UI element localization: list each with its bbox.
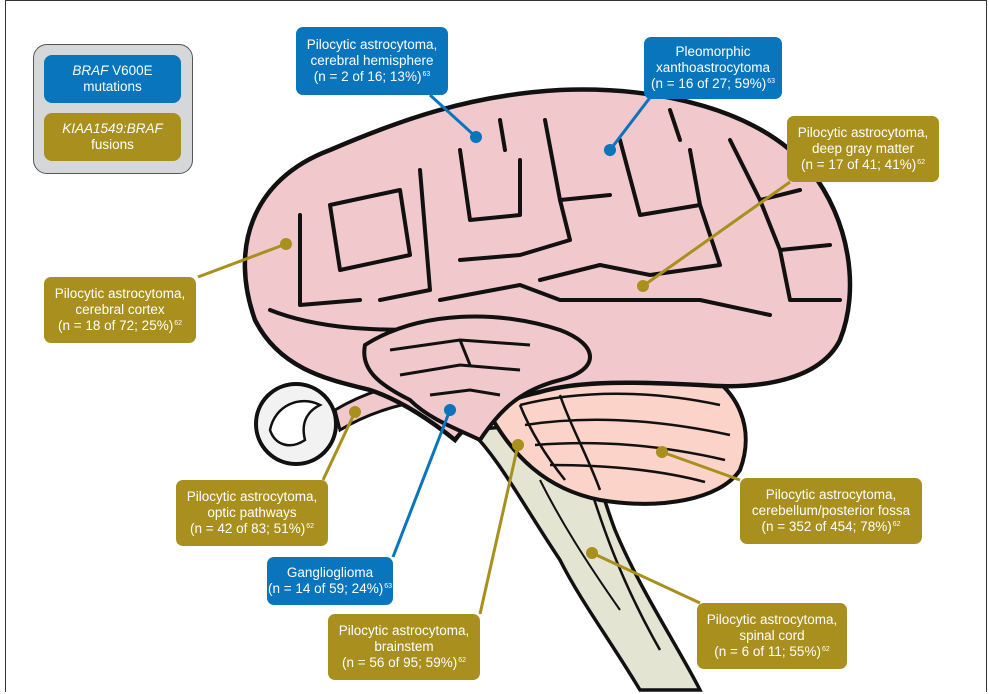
label-stat-text: (n = 17 of 41; 41%) bbox=[801, 157, 916, 172]
label-line: Pilocytic astrocytoma, bbox=[766, 487, 897, 503]
connector-ganglioglioma bbox=[393, 410, 450, 557]
label-stat-text: (n = 56 of 95; 59%) bbox=[342, 655, 457, 670]
label-stat: (n = 14 of 59; 24%)63 bbox=[268, 581, 392, 597]
legend-kiaa-fusion: KIAA1549:BRAF fusions bbox=[44, 113, 181, 161]
reference-number: 63 bbox=[422, 71, 430, 78]
label-line: Pilocytic astrocytoma, bbox=[339, 623, 470, 639]
legend-fusion-gene: KIAA1549:BRAF bbox=[62, 121, 163, 137]
label-line: xanthoastrocytoma bbox=[656, 60, 770, 76]
label-ganglioglioma: Ganglioglioma (n = 14 of 59; 24%)63 bbox=[267, 557, 393, 605]
label-line: Pilocytic astrocytoma, bbox=[307, 37, 438, 53]
label-spinal-cord: Pilocytic astrocytoma, spinal cord (n = … bbox=[697, 603, 847, 669]
legend: BRAF V600E mutations KIAA1549:BRAF fusio… bbox=[33, 44, 193, 174]
label-stat-text: (n = 42 of 83; 51%) bbox=[190, 521, 305, 536]
legend-braf-line2: mutations bbox=[83, 79, 142, 95]
label-line: optic pathways bbox=[207, 505, 296, 521]
eye-globe bbox=[256, 384, 336, 464]
label-cerebral-hemisphere: Pilocytic astrocytoma, cerebral hemisphe… bbox=[296, 27, 448, 95]
legend-braf-mutation: BRAF V600E mutations bbox=[44, 55, 181, 103]
label-line: Ganglioglioma bbox=[287, 565, 373, 581]
label-line: cerebral cortex bbox=[75, 302, 164, 318]
reference-number: 62 bbox=[893, 521, 901, 528]
label-stat: (n = 56 of 95; 59%)62 bbox=[342, 655, 466, 671]
label-stat-text: (n = 18 of 72; 25%) bbox=[58, 318, 173, 333]
legend-braf-line1: BRAF V600E bbox=[72, 63, 152, 79]
reference-number: 62 bbox=[458, 657, 466, 664]
label-cerebellum: Pilocytic astrocytoma, cerebellum/poster… bbox=[740, 478, 922, 544]
dot-ganglioglioma bbox=[444, 404, 456, 416]
label-stat: (n = 352 of 454; 78%)62 bbox=[761, 519, 900, 535]
legend-fusion-line2: fusions bbox=[91, 137, 134, 153]
reference-number: 62 bbox=[822, 646, 830, 653]
dot-cerebral-hemisphere bbox=[470, 131, 482, 143]
label-brainstem: Pilocytic astrocytoma, brainstem (n = 56… bbox=[328, 614, 480, 680]
reference-number: 63 bbox=[767, 78, 775, 85]
label-stat-text: (n = 16 of 27; 59%) bbox=[651, 76, 766, 91]
reference-number: 62 bbox=[306, 523, 314, 530]
label-pleomorphic: Pleomorphic xanthoastrocytoma (n = 16 of… bbox=[644, 37, 782, 99]
reference-number: 63 bbox=[384, 583, 392, 590]
label-line: brainstem bbox=[374, 639, 433, 655]
label-stat: (n = 2 of 16; 13%)63 bbox=[314, 69, 431, 85]
dot-cerebellum bbox=[656, 446, 668, 458]
label-cerebral-cortex: Pilocytic astrocytoma, cerebral cortex (… bbox=[44, 277, 196, 343]
legend-braf-variant: V600E bbox=[108, 63, 152, 78]
dot-spinal-cord bbox=[586, 547, 598, 559]
connector-brainstem bbox=[480, 445, 518, 614]
label-line: spinal cord bbox=[739, 628, 804, 644]
label-stat-text: (n = 2 of 16; 13%) bbox=[314, 69, 422, 84]
legend-braf-gene: BRAF bbox=[72, 63, 108, 78]
label-line: cerebral hemisphere bbox=[310, 53, 433, 69]
label-line: Pilocytic astrocytoma, bbox=[798, 125, 929, 141]
dot-optic bbox=[349, 406, 361, 418]
dot-brainstem bbox=[512, 439, 524, 451]
label-stat-text: (n = 14 of 59; 24%) bbox=[268, 581, 383, 596]
reference-number: 62 bbox=[917, 159, 925, 166]
label-stat: (n = 42 of 83; 51%)62 bbox=[190, 521, 314, 537]
label-stat: (n = 6 of 11; 55%)62 bbox=[714, 644, 830, 660]
label-line: Pilocytic astrocytoma, bbox=[187, 489, 318, 505]
label-stat: (n = 16 of 27; 59%)63 bbox=[651, 76, 775, 92]
label-stat: (n = 18 of 72; 25%)62 bbox=[58, 318, 182, 334]
dot-deep-gray bbox=[637, 280, 649, 292]
label-line: deep gray matter bbox=[812, 141, 914, 157]
label-line: cerebellum/posterior fossa bbox=[752, 503, 910, 519]
label-line: Pleomorphic bbox=[675, 44, 750, 60]
label-stat-text: (n = 352 of 454; 78%) bbox=[761, 519, 891, 534]
label-line: Pilocytic astrocytoma, bbox=[707, 612, 838, 628]
label-line: Pilocytic astrocytoma, bbox=[55, 286, 186, 302]
label-deep-gray-matter: Pilocytic astrocytoma, deep gray matter … bbox=[787, 116, 939, 182]
reference-number: 62 bbox=[174, 320, 182, 327]
label-optic-pathways: Pilocytic astrocytoma, optic pathways (n… bbox=[176, 480, 328, 546]
label-stat-text: (n = 6 of 11; 55%) bbox=[714, 644, 821, 659]
label-stat: (n = 17 of 41; 41%)62 bbox=[801, 157, 925, 173]
dot-pleomorphic bbox=[604, 144, 616, 156]
dot-cerebral-cortex bbox=[280, 238, 292, 250]
